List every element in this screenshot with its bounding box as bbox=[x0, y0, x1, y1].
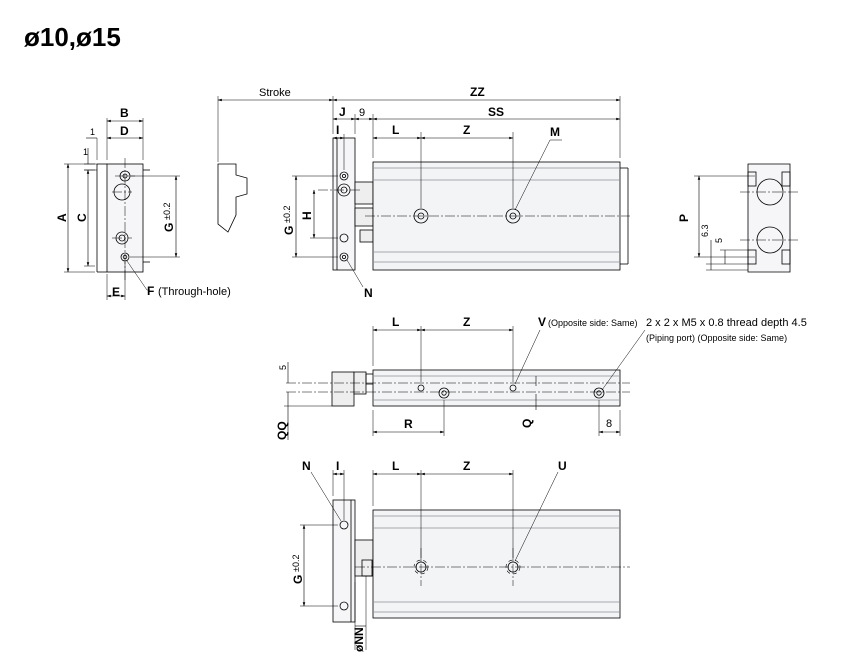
label-r: R bbox=[404, 417, 413, 431]
label-1-vertical: 1 bbox=[83, 147, 88, 157]
label-qq: QQ bbox=[275, 421, 289, 440]
label-nn: øNN bbox=[352, 627, 366, 652]
label-i-top: I bbox=[336, 123, 339, 137]
label-n-bottom: N bbox=[302, 459, 311, 473]
end-view-left bbox=[64, 118, 180, 300]
label-u: U bbox=[558, 459, 567, 473]
label-m: M bbox=[550, 125, 560, 139]
stroke-fragment bbox=[217, 163, 248, 233]
label-g-side: G bbox=[162, 223, 176, 232]
label-q: Q bbox=[520, 419, 534, 428]
label-g-top: G bbox=[282, 226, 296, 235]
label-g-bottom-tolerance: ±0.2 bbox=[291, 555, 301, 572]
label-p: P bbox=[677, 214, 691, 222]
label-z-top: Z bbox=[463, 123, 470, 137]
label-d: D bbox=[120, 124, 129, 138]
label-v-note: (Opposite side: Same) bbox=[548, 318, 638, 328]
label-g-bottom: G bbox=[291, 575, 305, 584]
bottom-view bbox=[300, 470, 630, 650]
label-g-top-tolerance: ±0.2 bbox=[282, 206, 292, 223]
dimension-labels: Stroke ZZ SS J 9 I L Z M B 1 D 1 A C G ±… bbox=[55, 85, 807, 652]
label-n-top: N bbox=[364, 286, 373, 300]
label-g-side-tolerance: ±0.2 bbox=[162, 203, 172, 220]
end-view-right bbox=[694, 163, 798, 273]
label-h: H bbox=[300, 211, 314, 220]
label-v: V bbox=[538, 315, 546, 329]
label-c: C bbox=[75, 213, 89, 222]
label-e: E bbox=[112, 285, 120, 299]
label-8: 8 bbox=[606, 418, 612, 430]
label-l-top: L bbox=[392, 123, 399, 137]
label-port-spec: 2 x 2 x M5 x 0.8 thread depth 4.5 bbox=[646, 317, 807, 329]
label-j: J bbox=[339, 105, 346, 119]
label-b: B bbox=[120, 106, 129, 120]
label-zz: ZZ bbox=[470, 85, 485, 99]
drawing-title: ø10,ø15 bbox=[24, 22, 121, 52]
label-stroke: Stroke bbox=[259, 87, 291, 99]
label-z-bottom: Z bbox=[463, 459, 470, 473]
label-9: 9 bbox=[359, 107, 365, 119]
top-view bbox=[217, 96, 630, 288]
label-5-right: 5 bbox=[714, 238, 724, 243]
label-l-bottom: L bbox=[392, 459, 399, 473]
label-5-mid: 5 bbox=[278, 365, 288, 370]
label-z-mid: Z bbox=[463, 315, 470, 329]
label-1: 1 bbox=[90, 127, 95, 137]
label-ss: SS bbox=[488, 105, 504, 119]
label-f-note: (Through-hole) bbox=[158, 286, 231, 298]
label-f: F bbox=[147, 284, 154, 298]
side-view bbox=[284, 326, 646, 440]
label-6-3: 6.3 bbox=[700, 224, 710, 237]
label-a: A bbox=[55, 213, 69, 222]
label-port-note: (Piping port) (Opposite side: Same) bbox=[646, 333, 787, 343]
label-i-bottom: I bbox=[336, 459, 339, 473]
label-l-mid: L bbox=[392, 315, 399, 329]
